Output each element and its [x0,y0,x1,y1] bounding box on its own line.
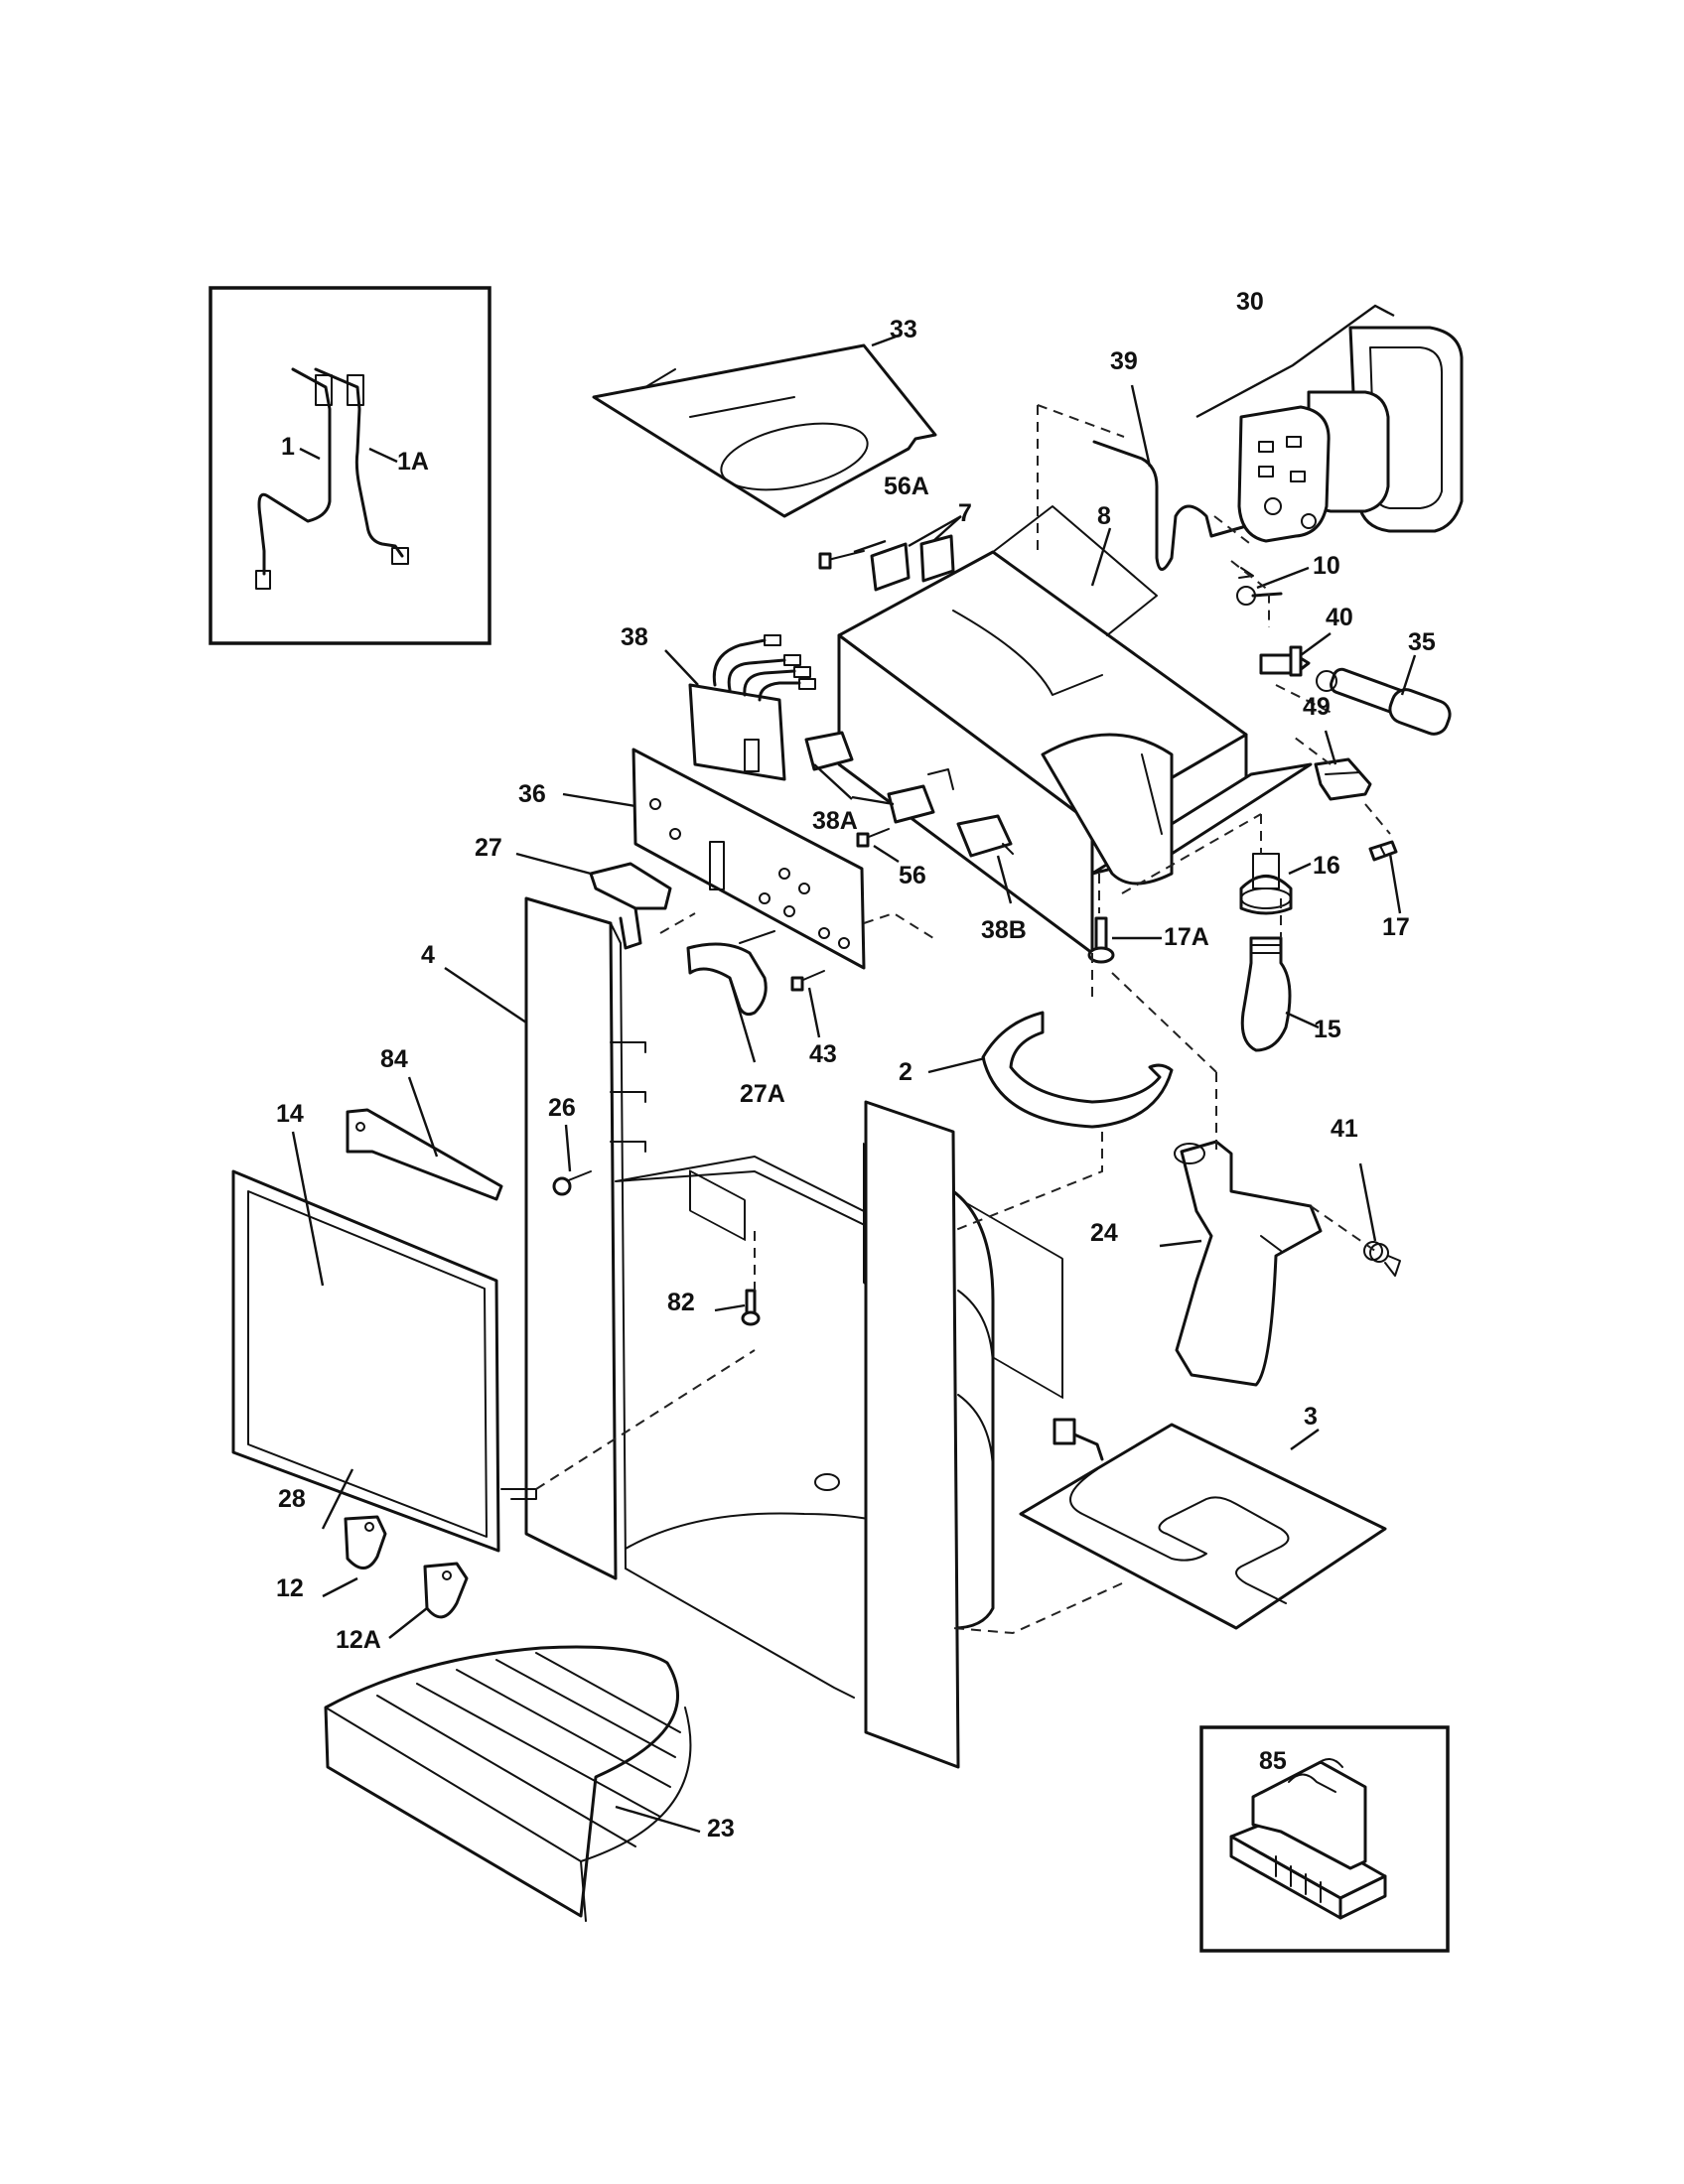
callout-43: 43 [809,1040,837,1068]
callout-36: 36 [518,780,546,808]
connector-pin [500,1488,537,1500]
callout-33: 33 [890,316,917,343]
part-49-bracket [1314,757,1372,801]
part-12-clip [344,1515,387,1570]
part-27a-actuator [686,930,775,1017]
part-17-screw [1368,840,1398,862]
part-15-lamp-bulb [1240,936,1292,1052]
callout-49: 49 [1303,693,1331,721]
callout-24: 24 [1090,1219,1118,1247]
callout-56: 56 [899,862,926,889]
callout-12: 12 [276,1574,304,1602]
callout-8: 8 [1097,502,1111,530]
part-82-screw [741,1289,761,1326]
callout-2: 2 [899,1058,912,1086]
callout-26: 26 [548,1094,576,1122]
callout-41: 41 [1331,1115,1358,1143]
part-7-switches [870,534,955,592]
callout-12a: 12A [336,1626,381,1654]
dispenser-housing-frame [615,1156,995,1699]
part-17a-screw [1087,916,1115,964]
callout-23: 23 [707,1815,735,1843]
callout-38a: 38A [812,807,858,835]
callout-7: 7 [958,499,972,527]
part-3-heater [1019,1418,1387,1630]
part-38a-switch [804,731,954,824]
part-12a-clip [423,1562,469,1619]
callout-39: 39 [1110,347,1138,375]
part-23-drip-tray [324,1645,692,1922]
callout-30: 30 [1236,288,1264,316]
assembly-dashed-lines [535,404,1391,1635]
part-84-bracket [346,1108,503,1201]
part-8-ice-chute-housing [837,505,1313,1399]
callout-56a: 56A [884,473,929,500]
part-56-screw [856,828,890,848]
inset-box-transformer [1199,1725,1450,1953]
callout-16: 16 [1313,852,1340,880]
callout-84: 84 [380,1045,408,1073]
callout-17a: 17A [1164,923,1209,951]
part-14-window-frame [231,1169,500,1553]
callout-17: 17 [1382,913,1410,941]
part-36-control-panel [632,748,866,1241]
callout-15: 15 [1314,1016,1341,1043]
callout-1a: 1A [397,448,429,476]
callout-28: 28 [278,1485,306,1513]
callout-40: 40 [1326,604,1353,631]
callout-27a: 27A [740,1080,785,1108]
callout-14: 14 [276,1100,304,1128]
part-35-cam-rod [1316,667,1452,736]
callout-82: 82 [667,1289,695,1316]
callout-3: 3 [1304,1403,1318,1431]
part-33-top-cover [592,343,937,518]
part-38b-switch [956,814,1014,858]
front-column-panel [864,1100,960,1769]
callout-4: 4 [421,941,435,969]
wire-harness-1 [255,367,332,590]
part-85-transformer [1229,1758,1387,1920]
part-40-plunger [1259,645,1311,677]
part-2-chute-collar [981,1011,1174,1129]
callout-38b: 38B [981,916,1027,944]
part-41-spring [1363,1241,1401,1277]
part-4-side-panel [524,896,646,1580]
callout-38: 38 [621,623,648,651]
callout-85: 85 [1259,1747,1287,1775]
part-38-switch-board [688,634,816,781]
part-27-bracket [589,862,672,950]
callout-35: 35 [1408,628,1436,656]
callout-1: 1 [281,433,295,461]
part-39-actuator-rod [1092,440,1273,571]
callout-10: 10 [1313,552,1340,580]
part-10-spring [1236,567,1283,606]
part-30-solenoid-assembly [1237,326,1464,543]
part-24-paddle [1174,1140,1323,1387]
inset-box-wire-harness [209,286,491,645]
part-56a-screw [818,550,865,570]
part-16-lamp-socket [1239,853,1293,915]
part-43-screw [790,970,825,992]
callout-27: 27 [475,834,502,862]
wire-harness-1a [314,367,409,565]
part-26-screw [552,1170,592,1196]
